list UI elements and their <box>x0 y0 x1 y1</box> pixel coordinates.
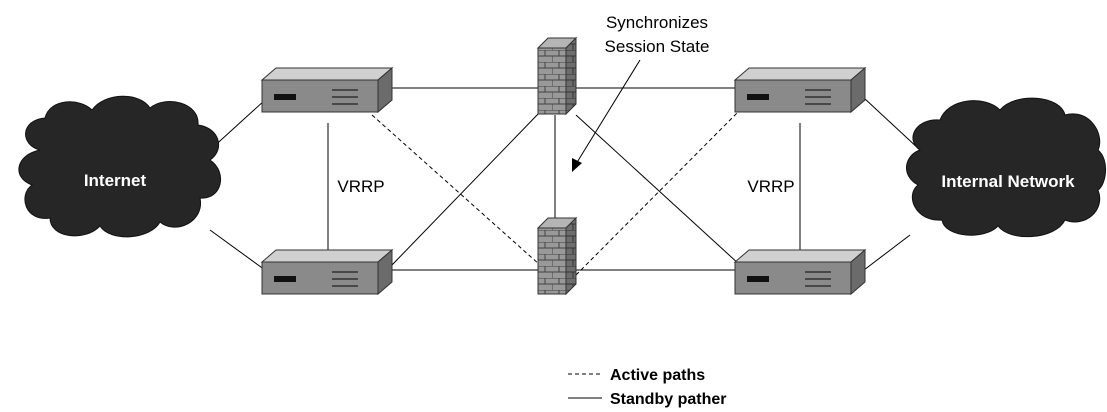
standby-links <box>209 87 921 271</box>
vrrp-label-left: VRRP <box>337 177 384 196</box>
legend: Active paths Standby pather <box>568 367 726 408</box>
internet-cloud: Internet <box>18 95 221 238</box>
sync-arrow <box>572 59 641 172</box>
internal-network-label: Internal Network <box>941 172 1075 191</box>
sync-label-line2: Session State <box>605 37 710 56</box>
firewall-icon <box>537 37 577 115</box>
vrrp-label-right: VRRP <box>747 177 794 196</box>
internet-label: Internet <box>84 171 147 190</box>
active-links <box>371 107 743 276</box>
router-icon <box>261 249 393 295</box>
router-icon <box>734 249 866 295</box>
internal-network-cloud: Internal Network <box>906 97 1106 238</box>
router-icon <box>261 67 393 113</box>
router-icon <box>734 67 866 113</box>
sync-label-line1: Synchronizes <box>606 13 708 32</box>
legend-active-label: Active paths <box>610 367 705 384</box>
firewall-icon <box>537 217 577 295</box>
legend-standby-label: Standby pather <box>610 391 726 408</box>
